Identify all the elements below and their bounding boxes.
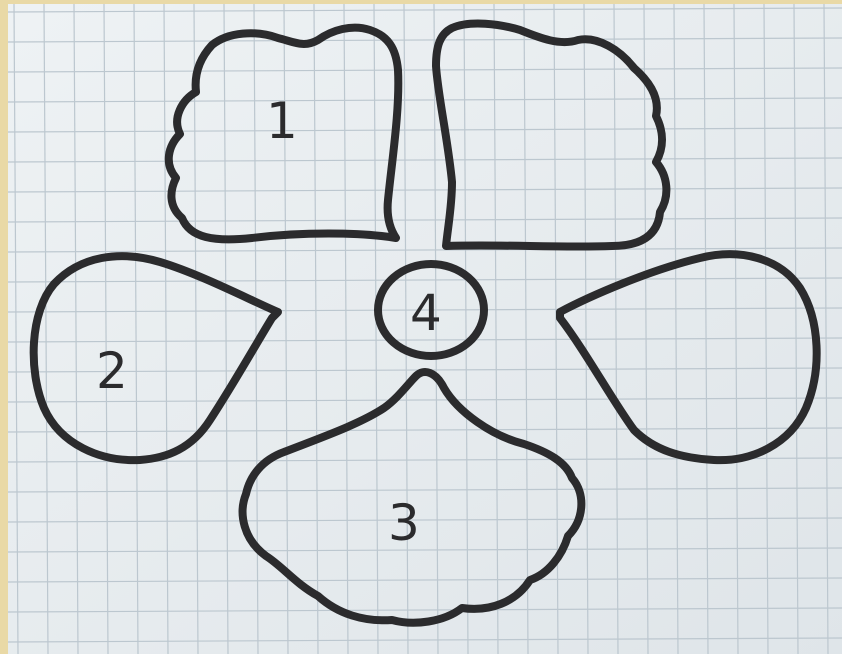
piece-3-label: 3 — [388, 494, 420, 552]
piece-1-label: 1 — [266, 92, 298, 150]
piece-4-label: 4 — [410, 284, 442, 342]
piece-2-label: 2 — [96, 342, 128, 400]
